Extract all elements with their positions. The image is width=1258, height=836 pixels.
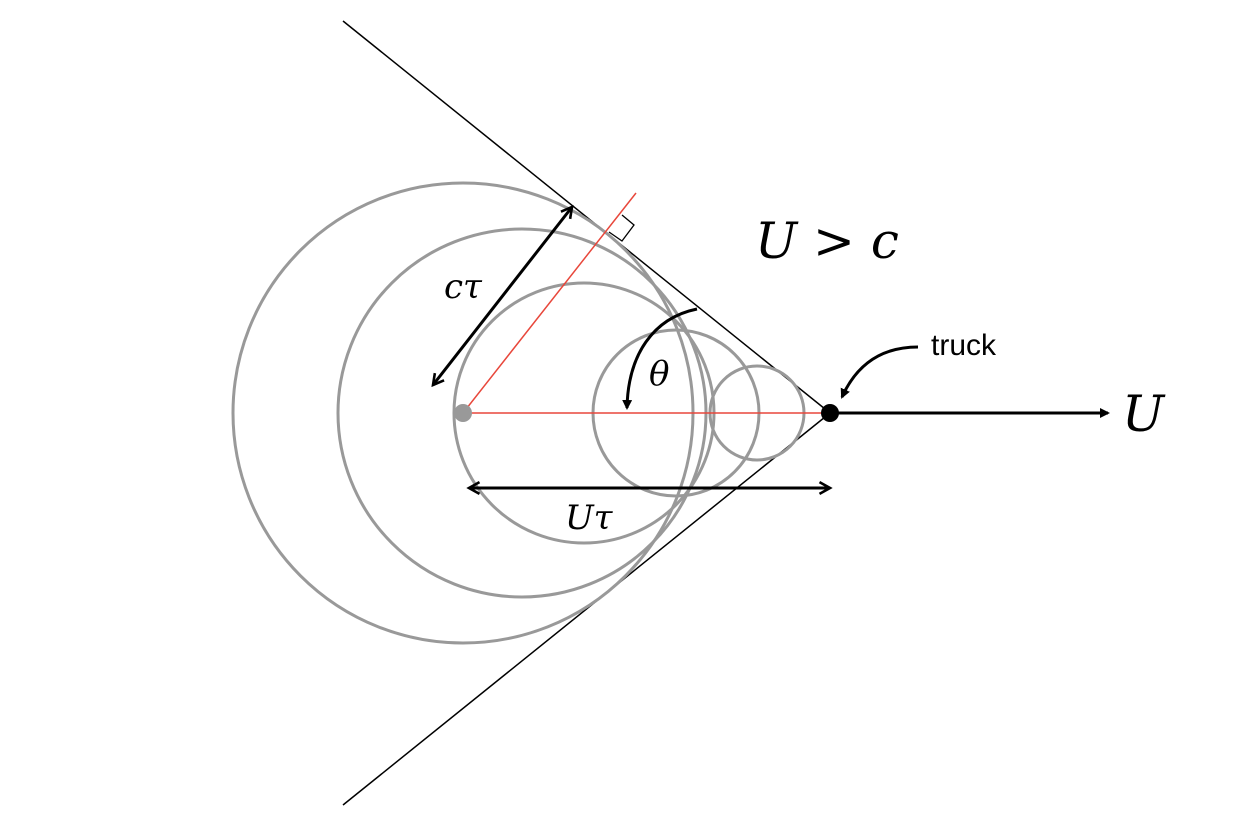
truck-pointer-arrow	[840, 345, 919, 399]
truck-label: truck	[931, 329, 997, 362]
diagram-title: U > c	[755, 212, 899, 270]
c-tau-label: cτ	[444, 267, 483, 307]
source-dot	[454, 404, 472, 422]
velocity-label: U	[1122, 385, 1166, 443]
cone-upper-line	[342, 20, 831, 414]
u-tau-label: Uτ	[565, 498, 614, 538]
theta-label: θ	[649, 354, 669, 394]
cone-lower-line	[342, 412, 831, 806]
right-angle-marker	[608, 214, 635, 242]
radius-normal-line	[462, 192, 637, 414]
c-tau-arrow	[433, 207, 572, 385]
truck-dot	[821, 404, 839, 422]
theta-arc	[622, 307, 698, 410]
